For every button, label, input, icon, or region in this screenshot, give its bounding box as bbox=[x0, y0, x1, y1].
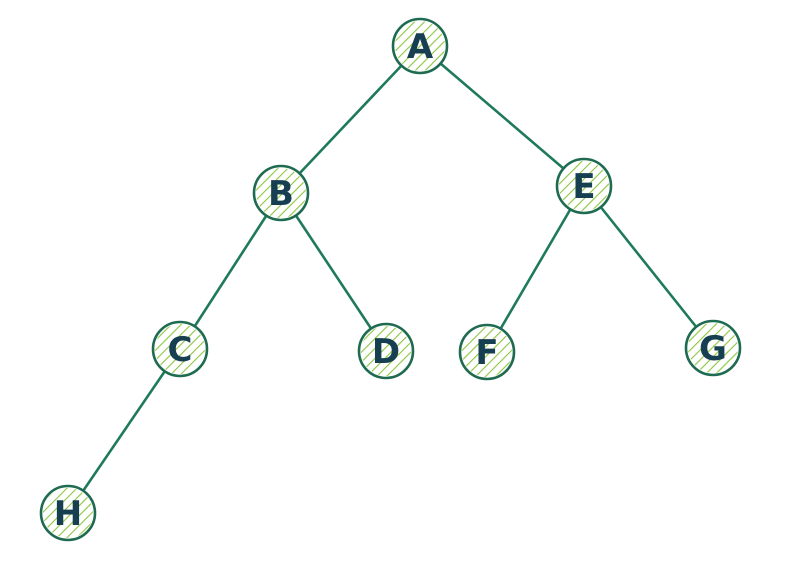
node-f: F bbox=[458, 323, 516, 381]
node-a-hatch bbox=[395, 21, 445, 71]
node-c-label: C bbox=[168, 330, 193, 370]
node-a: A bbox=[391, 17, 449, 75]
edge-a-b bbox=[279, 44, 422, 195]
edge-c-h bbox=[66, 347, 182, 515]
nodes: A B E C D F G bbox=[39, 17, 742, 542]
node-c-hatch bbox=[155, 324, 205, 374]
node-g-label: G bbox=[699, 329, 727, 369]
node-f-hatch bbox=[462, 327, 512, 377]
edge-e-f bbox=[485, 184, 586, 354]
node-h-label: H bbox=[54, 494, 82, 534]
node-e: E bbox=[555, 157, 613, 215]
edge-b-d bbox=[279, 191, 388, 353]
edge-a-e bbox=[418, 44, 586, 188]
node-d-label: D bbox=[372, 332, 400, 372]
node-g-hatch bbox=[688, 323, 738, 373]
edge-b-c bbox=[178, 191, 283, 351]
node-e-hatch bbox=[559, 161, 609, 211]
node-b-label: B bbox=[268, 174, 294, 214]
node-b: B bbox=[252, 164, 310, 222]
node-g: G bbox=[684, 319, 742, 377]
node-e-label: E bbox=[572, 167, 595, 207]
node-d-hatch bbox=[361, 326, 411, 376]
node-h-hatch bbox=[43, 488, 93, 538]
node-h: H bbox=[39, 484, 97, 542]
node-d: D bbox=[357, 322, 415, 380]
node-a-label: A bbox=[407, 27, 434, 67]
edges bbox=[66, 44, 715, 515]
node-c: C bbox=[151, 320, 209, 378]
edge-e-g bbox=[582, 184, 715, 350]
node-b-hatch bbox=[256, 168, 306, 218]
node-f-label: F bbox=[475, 333, 498, 373]
